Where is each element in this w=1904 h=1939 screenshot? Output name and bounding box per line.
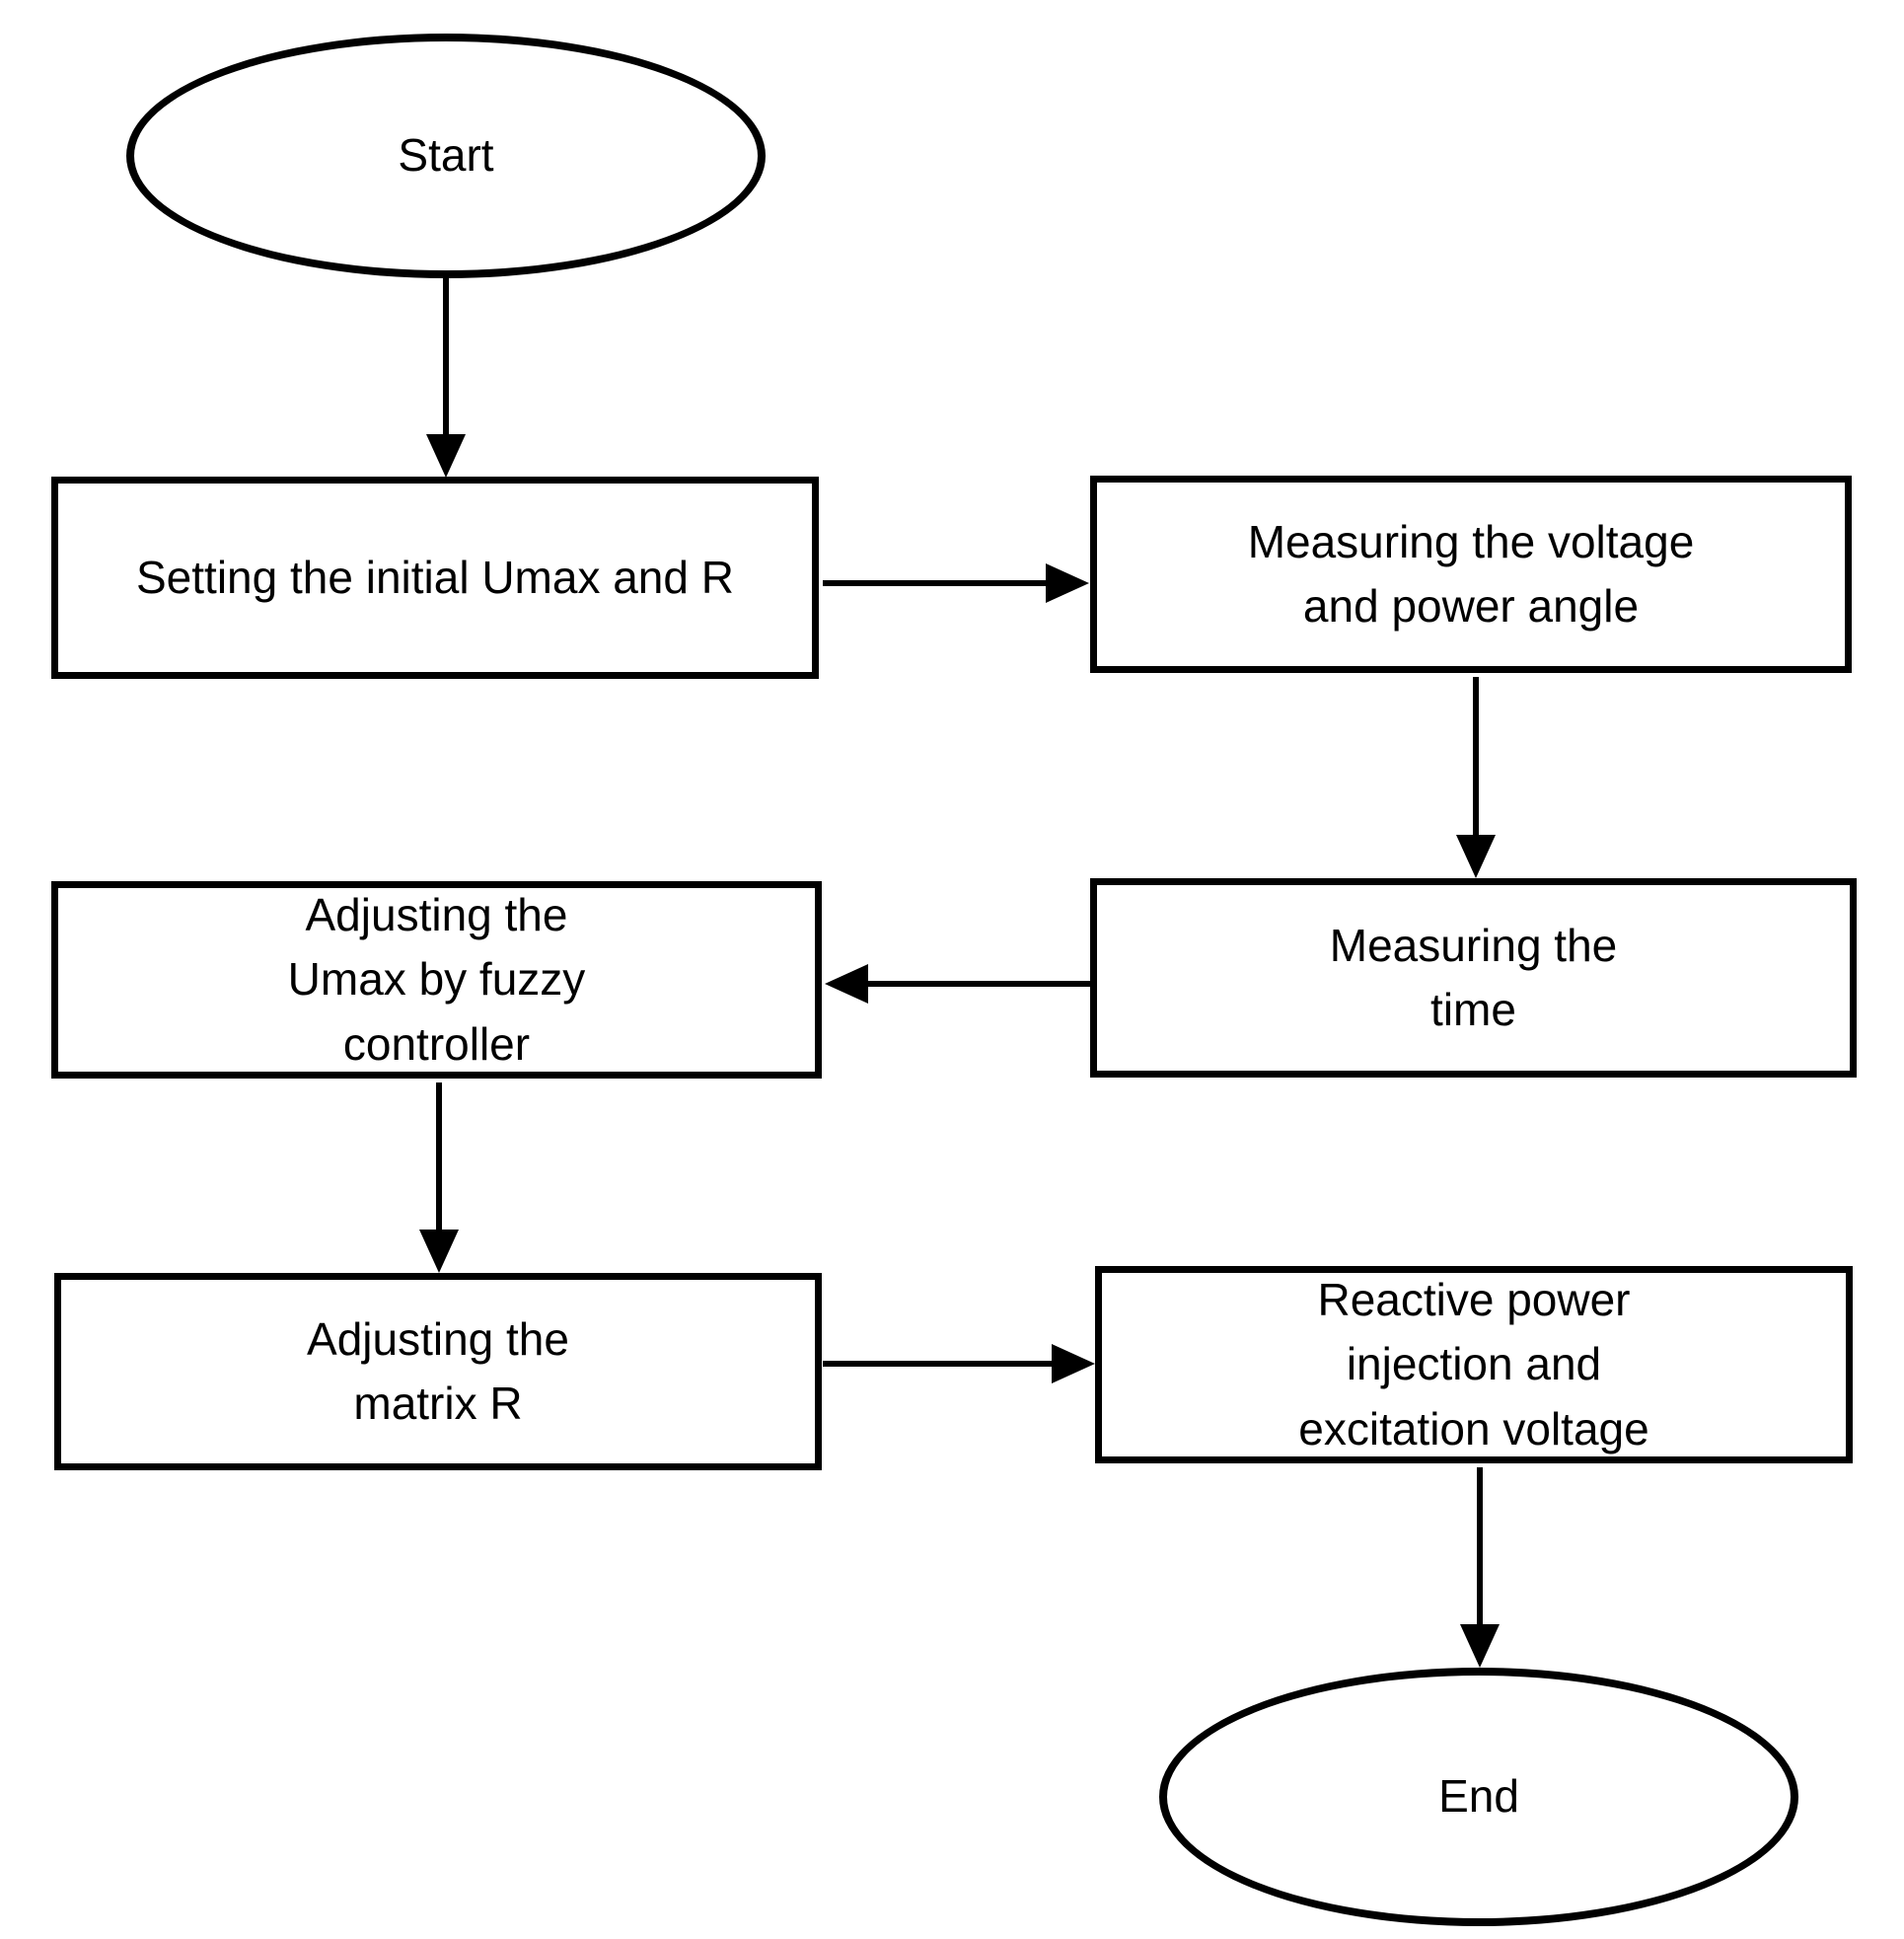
arrow-setting-initial-to-measuring-voltage: [823, 563, 1089, 603]
node-end-terminal: End: [1159, 1668, 1798, 1926]
node-measuring-time-label: Measuring the time: [1329, 919, 1618, 1035]
node-start-terminal: Start: [126, 34, 766, 278]
arrow-measuring-time-to-adjusting-umax: [825, 964, 1091, 1004]
node-setting-initial-umax-r: Setting the initial Umax and R: [51, 477, 819, 679]
node-measuring-voltage-label: Measuring the voltage and power angle: [1247, 515, 1695, 632]
arrow-adjusting-umax-to-adjusting-matrix: [419, 1082, 459, 1273]
node-measuring-voltage-power-angle: Measuring the voltage and power angle: [1090, 476, 1852, 673]
arrow-start-to-setting-initial: [426, 278, 466, 478]
node-setting-initial-label: Setting the initial Umax and R: [136, 551, 734, 603]
node-end-label: End: [1438, 1770, 1519, 1823]
node-start-label: Start: [398, 129, 494, 182]
node-measuring-time: Measuring the time: [1090, 878, 1857, 1078]
node-adjusting-umax-label: Adjusting the Umax by fuzzy controller: [287, 889, 586, 1070]
node-adjusting-matrix-r: Adjusting the matrix R: [54, 1273, 822, 1470]
arrow-measuring-voltage-to-measuring-time: [1456, 677, 1496, 878]
arrow-reactive-power-to-end: [1460, 1467, 1500, 1668]
arrow-adjusting-matrix-to-reactive-power: [823, 1344, 1095, 1383]
node-adjusting-matrix-label: Adjusting the matrix R: [307, 1312, 569, 1429]
node-reactive-power-injection-excitation: Reactive power injection and excitation …: [1095, 1266, 1853, 1463]
node-adjusting-umax-fuzzy-controller: Adjusting the Umax by fuzzy controller: [51, 881, 822, 1079]
node-reactive-power-label: Reactive power injection and excitation …: [1298, 1274, 1649, 1454]
